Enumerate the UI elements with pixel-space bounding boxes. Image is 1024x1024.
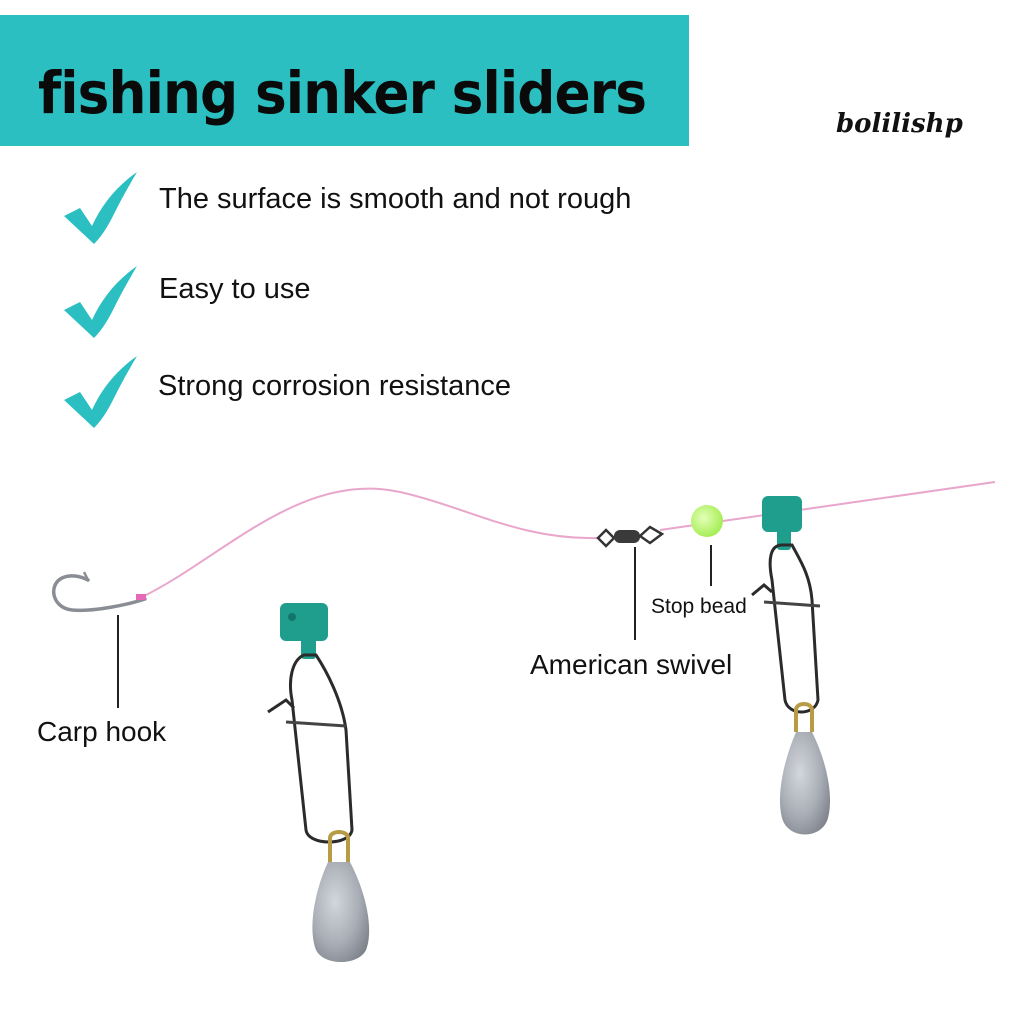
sinker-slider-right-icon: [751, 496, 831, 835]
feature-item: Strong corrosion resistance: [62, 356, 712, 436]
sinker-slider-left-icon: [267, 603, 370, 962]
feature-text: The surface is smooth and not rough: [159, 183, 632, 215]
checkmark-icon: [64, 266, 137, 338]
checkmark-icon: [64, 172, 137, 244]
stop-bead-icon: [691, 505, 723, 537]
fishing-line: [139, 481, 996, 599]
stop-bead-label: Stop bead: [651, 595, 747, 618]
checkmark-icon: [64, 356, 137, 428]
title-banner: fishing sinker sliders: [0, 15, 689, 146]
carp-hook-label: Carp hook: [37, 716, 167, 747]
carp-hook-icon: [51, 571, 147, 613]
page-title: fishing sinker sliders: [38, 59, 647, 127]
american-swivel-icon: [596, 525, 665, 548]
feature-text: Easy to use: [159, 273, 311, 305]
brand-logo: bolilishp: [836, 109, 963, 139]
american-swivel-label: American swivel: [530, 649, 733, 680]
feature-item: The surface is smooth and not rough: [62, 172, 712, 252]
feature-text: Strong corrosion resistance: [158, 370, 511, 402]
feature-item: Easy to use: [62, 266, 712, 346]
